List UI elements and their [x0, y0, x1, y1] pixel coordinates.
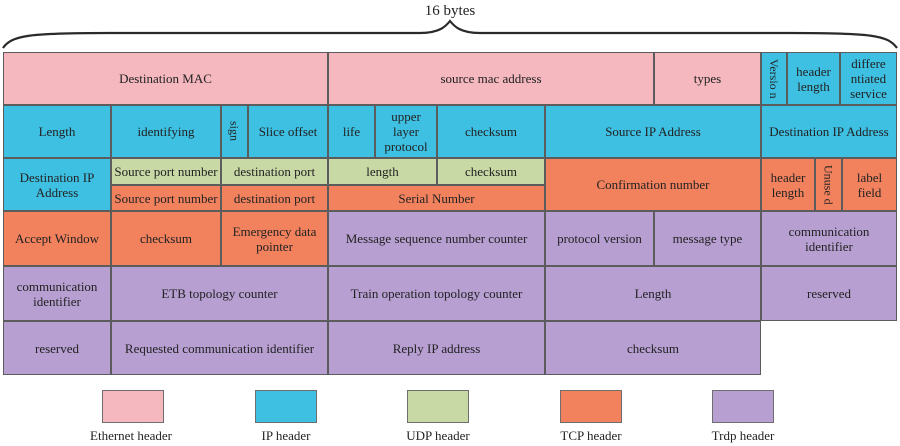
header-field-label: checksum — [465, 164, 517, 179]
header-field: Length — [3, 105, 111, 158]
header-field-label: header length — [770, 169, 806, 200]
header-field: identifying — [111, 105, 221, 158]
header-field: checksum — [437, 105, 545, 158]
header-field-label: Length — [38, 124, 76, 139]
diagram-title: 16 bytes — [424, 3, 476, 19]
header-field: message type — [654, 211, 761, 266]
header-field-label: identifying — [137, 124, 195, 139]
header-field: length — [328, 158, 437, 185]
header-field-label: Slice offset — [258, 124, 318, 139]
header-field: checksum — [437, 158, 545, 185]
header-field: ETB topology counter — [111, 266, 328, 321]
header-field-label: differe ntiated service — [850, 56, 887, 101]
header-field-label: Destination IP Address — [769, 124, 889, 139]
header-field: Destination IP Address — [761, 105, 897, 158]
header-field-label: destination port — [233, 190, 316, 206]
header-field: Length — [545, 266, 761, 321]
header-field-label: checksum — [465, 124, 517, 139]
header-field: checksum — [545, 321, 761, 375]
header-field: header length — [787, 52, 840, 105]
header-field-label: Destination IP Address — [19, 169, 95, 200]
header-field: Accept Window — [3, 211, 111, 266]
header-field-label: types — [693, 71, 722, 86]
header-field-label: upper layer protocol — [384, 109, 428, 154]
header-field: Emergency data pointer — [221, 211, 328, 266]
header-field: communication identifier — [761, 211, 897, 266]
header-field-label: Accept Window — [14, 231, 100, 246]
legend-label: Ethernet header — [90, 428, 172, 443]
header-field-label: protocol version — [557, 231, 642, 246]
header-field: Destination IP Address — [3, 158, 111, 211]
header-field-label: length — [366, 164, 399, 179]
header-field: destination port — [221, 185, 328, 211]
header-field: protocol version — [545, 211, 654, 266]
header-field: Message sequence number counter — [328, 211, 545, 266]
header-field: Source port number — [111, 158, 221, 185]
header-field-label: ETB topology counter — [161, 286, 278, 301]
header-field-label: sign — [227, 121, 242, 142]
header-field: Train operation topology counter — [328, 266, 545, 321]
header-field: Unuse d — [815, 158, 842, 211]
header-field: Requested communication identifier — [111, 321, 328, 375]
header-field-label: Message sequence number counter — [345, 231, 528, 246]
header-field-label: Versio n — [767, 58, 781, 99]
header-field-label: Emergency data pointer — [232, 223, 317, 254]
header-field: Slice offset — [248, 105, 328, 158]
legend-swatch — [407, 390, 469, 423]
header-field: Reply IP address — [328, 321, 545, 375]
header-field: label field — [842, 158, 897, 211]
header-field-label: Source port number — [114, 164, 218, 179]
header-field-label: checksum — [627, 340, 679, 356]
legend-swatch — [712, 390, 774, 423]
header-field: checksum — [111, 211, 221, 266]
header-field-label: life — [342, 124, 361, 139]
header-field: Serial Number — [328, 185, 545, 211]
header-field-label: message type — [672, 231, 743, 246]
header-field: Source IP Address — [545, 105, 761, 158]
legend-label: Trdp header — [711, 428, 775, 443]
header-field-label: Unuse d — [821, 164, 836, 205]
header-field-label: Confirmation number — [596, 177, 710, 192]
header-field: header length — [761, 158, 815, 211]
bytes-brace — [2, 19, 898, 49]
header-field: source mac address — [328, 52, 654, 105]
header-field: differe ntiated service — [840, 52, 897, 105]
header-field-label: label field — [856, 169, 883, 200]
header-field-label: Length — [634, 286, 672, 301]
header-field: Versio n — [761, 52, 787, 105]
header-field-label: checksum — [140, 231, 192, 246]
legend-label: UDP header — [406, 428, 470, 443]
legend-swatch — [102, 390, 164, 423]
header-field: types — [654, 52, 761, 105]
header-field-label: Train operation topology counter — [350, 286, 523, 301]
legend-swatch — [255, 390, 317, 423]
header-field-label: communication identifier — [788, 223, 870, 254]
header-field: life — [328, 105, 375, 158]
header-field: sign — [221, 105, 248, 158]
legend-swatch — [560, 390, 622, 423]
header-field-label: Serial Number — [398, 190, 475, 206]
header-field: communication identifier — [3, 266, 111, 321]
header-field: upper layer protocol — [375, 105, 437, 158]
header-field: Confirmation number — [545, 158, 761, 211]
header-field-label: Source IP Address — [605, 124, 701, 139]
header-field-label: Source port number — [114, 190, 218, 206]
header-field-label: communication identifier — [16, 278, 98, 309]
legend-label: TCP header — [560, 428, 622, 443]
header-field-label: Destination MAC — [119, 71, 212, 86]
header-field-label: reserved — [34, 340, 80, 356]
header-field-label: reserved — [806, 286, 852, 301]
header-field-label: Requested communication identifier — [124, 340, 315, 356]
header-field: reserved — [761, 266, 897, 321]
header-field-label: header length — [796, 63, 831, 94]
header-field-label: destination port — [233, 164, 316, 179]
header-field: Destination MAC — [3, 52, 328, 105]
header-field: reserved — [3, 321, 111, 375]
header-field: destination port — [221, 158, 328, 185]
legend-label: IP header — [261, 428, 311, 443]
header-field-label: source mac address — [440, 71, 542, 86]
header-field: Source port number — [111, 185, 221, 211]
header-field-label: Reply IP address — [392, 340, 481, 356]
